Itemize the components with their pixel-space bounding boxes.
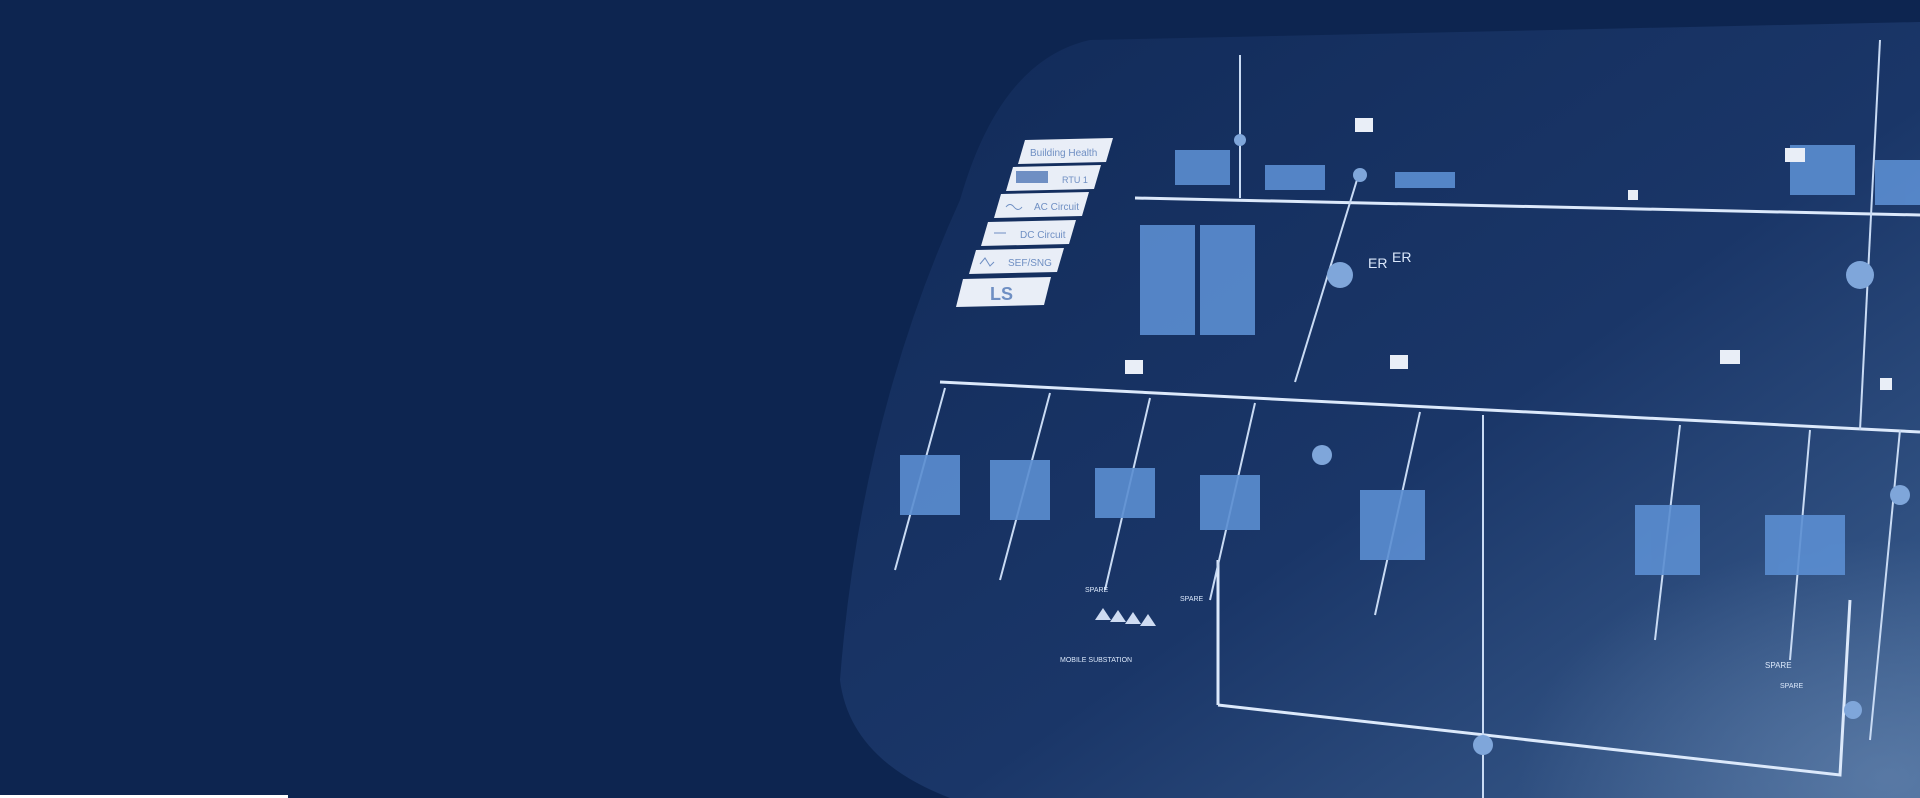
svg-text:DC Circuit: DC Circuit	[1020, 230, 1066, 241]
svg-text:RTU 1: RTU 1	[1062, 175, 1088, 185]
svg-text:SPARE: SPARE	[1780, 683, 1804, 690]
svg-text:SPARE: SPARE	[1765, 661, 1792, 670]
menu-item-ls: LS	[956, 277, 1051, 307]
menu-item-rtu: RTU 1	[1006, 165, 1101, 191]
readout-blocks	[900, 145, 1920, 575]
menu-item-building-health: Building Health	[1018, 138, 1113, 164]
bottom-accent-rule	[0, 795, 288, 798]
busbars	[939, 196, 1920, 777]
svg-text:ER: ER	[1392, 249, 1411, 265]
breaker-nodes	[1234, 134, 1910, 755]
svg-text:MOBILE SUBSTATION: MOBILE SUBSTATION	[1060, 657, 1132, 664]
svg-text:Building Health: Building Health	[1030, 148, 1097, 159]
status-squares	[1125, 118, 1892, 390]
svg-text:LS: LS	[990, 284, 1013, 304]
menu-item-ac-circuit: AC Circuit	[994, 192, 1089, 218]
svg-text:AC Circuit: AC Circuit	[1034, 202, 1079, 213]
svg-text:ER: ER	[1368, 255, 1387, 271]
rtu-panel-icon	[1016, 171, 1048, 183]
panel-menu: Building Health RTU 1 AC Circuit DC Circ…	[956, 138, 1113, 307]
svg-text:SPARE: SPARE	[1085, 587, 1109, 594]
ac-waveform-icon	[1005, 204, 1023, 210]
svg-text:SPARE: SPARE	[1180, 596, 1204, 603]
menu-item-sef-sng: SEF/SNG	[969, 248, 1064, 274]
svg-text:SEF/SNG: SEF/SNG	[1008, 258, 1052, 269]
mobile-substation-connectors	[1095, 608, 1156, 626]
pulse-icon	[979, 257, 995, 267]
menu-item-dc-circuit: DC Circuit	[981, 220, 1076, 246]
